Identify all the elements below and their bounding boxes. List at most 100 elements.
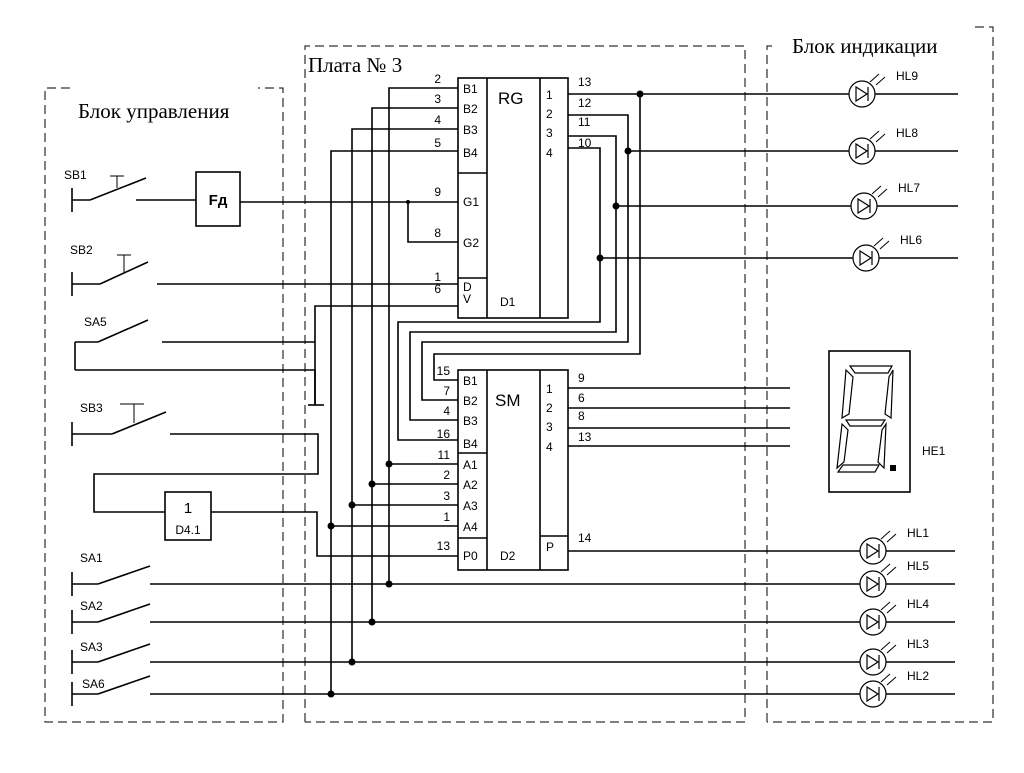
led-ray <box>880 530 891 540</box>
sm-input-a4: A4 <box>463 520 478 534</box>
sm-pin-number: 4 <box>443 404 450 418</box>
sm-output-wires <box>568 387 955 552</box>
d41-label: D4.1 <box>175 523 201 537</box>
led-hl7: HL7 <box>850 181 920 220</box>
rg-pin-number: 9 <box>434 185 441 199</box>
display-label: HE1 <box>922 444 946 458</box>
switch-sb1 <box>71 175 196 212</box>
led-ray <box>869 130 880 140</box>
sm-output-pin-number: 14 <box>578 531 592 545</box>
led-label: HL4 <box>907 597 929 611</box>
rg-ref: D1 <box>500 295 516 309</box>
rg-output-pin-number: 12 <box>578 96 592 110</box>
sb2-label: SB2 <box>70 243 93 257</box>
sm-title: SM <box>495 391 521 410</box>
led-ray <box>880 641 891 651</box>
led-ray <box>880 673 891 683</box>
rg-output-2: 2 <box>546 107 553 121</box>
fd-generator <box>195 171 241 227</box>
sb1-label: SB1 <box>64 168 87 182</box>
switch-sa2 <box>71 603 955 634</box>
control-block-title: Блок управления <box>78 99 230 123</box>
rg-input-b4: B4 <box>463 146 478 160</box>
sm-output-2: 2 <box>546 401 553 415</box>
seven-segment-display <box>828 350 911 493</box>
sm-input-a1: A1 <box>463 458 478 472</box>
led-diode-symbol <box>859 249 873 267</box>
led-diode-symbol <box>866 542 880 560</box>
led-ray <box>875 133 886 143</box>
led-hl4: HL4 <box>859 597 929 636</box>
rg-input-g2: G2 <box>463 236 479 250</box>
sm-pin-number: 2 <box>443 468 450 482</box>
led-label: HL8 <box>896 126 918 140</box>
led-diode-symbol <box>855 85 869 103</box>
led-ray <box>877 188 888 198</box>
sm-pin-number: 7 <box>443 384 450 398</box>
led-hl1: HL1 <box>859 526 929 565</box>
led-label: HL2 <box>907 669 929 683</box>
sa6-label: SA6 <box>82 677 105 691</box>
board-title: Плата № 3 <box>308 53 402 77</box>
led-ray <box>869 73 880 83</box>
led-ray <box>886 644 897 654</box>
sm-input-a2: A2 <box>463 478 478 492</box>
sm-pin-number: 15 <box>437 364 451 378</box>
board-frame <box>304 45 746 723</box>
control-block-frame <box>44 87 284 723</box>
d41-element <box>164 491 212 541</box>
led-diode-symbol <box>866 685 880 703</box>
rg-pin-number: 8 <box>434 226 441 240</box>
sm-output-pin-number: 9 <box>578 371 585 385</box>
fd-label: Fд <box>209 192 228 209</box>
switch-sb2 <box>71 254 458 296</box>
sm-output-3: 3 <box>546 420 553 434</box>
sm-input-p0: P0 <box>463 549 478 563</box>
switch-sb3 <box>71 403 458 557</box>
led-ray <box>886 604 897 614</box>
switch-sa3 <box>71 643 955 674</box>
sm-pin-number: 1 <box>443 510 450 524</box>
led-hl9: HL9 <box>848 69 918 108</box>
rg-pin-number: 4 <box>434 113 441 127</box>
led-label: HL6 <box>900 233 922 247</box>
rg-output-pin-number: 13 <box>578 75 592 89</box>
sm-input-b3: B3 <box>463 414 478 428</box>
rg-pin-number: 5 <box>434 136 441 150</box>
sm-output-p: P <box>546 540 554 554</box>
rg-input-b1: B1 <box>463 82 478 96</box>
led-hl2: HL2 <box>859 669 929 708</box>
indication-block-title: Блок индикации <box>792 34 938 58</box>
led-hl8: HL8 <box>848 126 918 165</box>
switch-sa6 <box>71 675 955 706</box>
led-hl6: HL6 <box>852 233 922 272</box>
sm-output-1: 1 <box>546 382 553 396</box>
sm-input-b4: B4 <box>463 437 478 451</box>
sm-pin-number: 16 <box>437 427 451 441</box>
sa3-label: SA3 <box>80 640 103 654</box>
sa2-label: SA2 <box>80 599 103 613</box>
rg-title: RG <box>498 89 524 108</box>
led-ray <box>886 676 897 686</box>
rg-input-b2: B2 <box>463 102 478 116</box>
rg-input-v: V <box>463 292 471 306</box>
led-diode-symbol <box>855 142 869 160</box>
rg-input-b3: B3 <box>463 123 478 137</box>
led-label: HL7 <box>898 181 920 195</box>
rg-pin-number: 2 <box>434 72 441 86</box>
sm-ref: D2 <box>500 549 516 563</box>
rg-pin-number: 3 <box>434 92 441 106</box>
sm-output-pin-number: 8 <box>578 409 585 423</box>
rg-pin-number: 1 <box>434 270 441 284</box>
sm-input-a3: A3 <box>463 499 478 513</box>
led-hl5: HL5 <box>859 559 929 598</box>
rg-pin-number: 6 <box>434 282 441 296</box>
rg-input-d: D <box>463 280 472 294</box>
rg-output-wires <box>397 90 958 441</box>
sa1-label: SA1 <box>80 551 103 565</box>
